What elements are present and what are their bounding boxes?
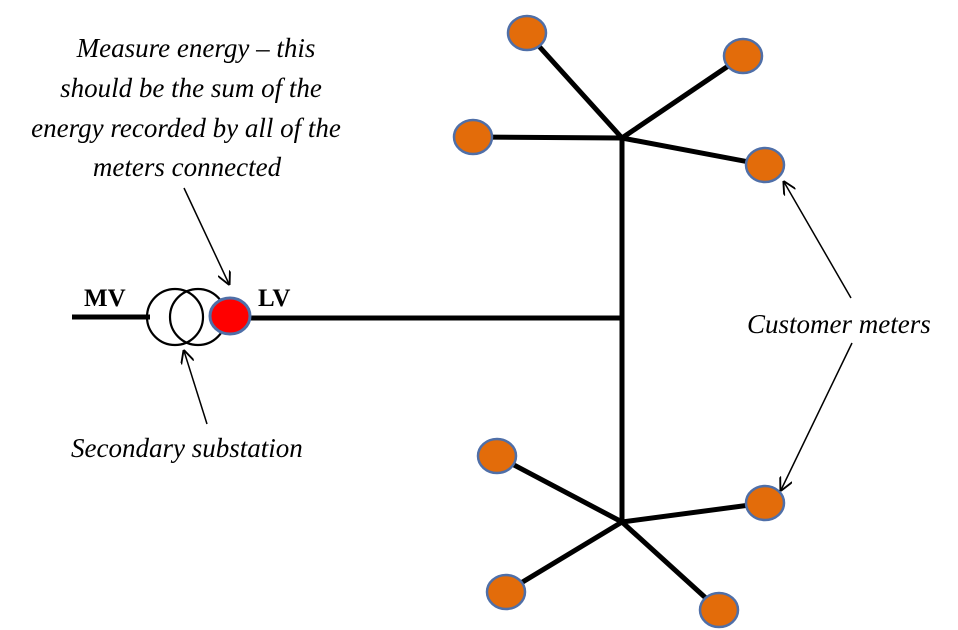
customer-meter-5 [476, 437, 518, 475]
customer-meter-7 [485, 573, 527, 611]
branch-mid-right [621, 135, 766, 168]
customer-meters-label: Customer meters [747, 309, 931, 339]
mv-label: MV [84, 285, 126, 312]
branch-lower-left [495, 453, 624, 525]
measure-note-line-3: energy recorded by all of the [31, 113, 341, 143]
customer-meter-2 [722, 37, 764, 75]
branch-top-left [525, 31, 624, 140]
customer-meters [452, 14, 786, 629]
customer-meter-6 [744, 484, 786, 522]
measure-energy-note: Measure energy – this should be the sum … [31, 33, 341, 182]
measure-note-line-1: Measure energy – this [76, 33, 316, 63]
measure-note-line-4: meters connected [93, 152, 282, 182]
branch-top-right [620, 53, 745, 141]
branch-bottom-right [620, 520, 721, 612]
lv-label: LV [258, 285, 290, 312]
arrow-to-upper-meter [784, 182, 852, 299]
customer-meter-8 [698, 591, 740, 629]
customer-meter-3 [452, 118, 494, 156]
arrow-to-transformer [184, 351, 208, 425]
customer-meter-4 [744, 146, 786, 184]
secondary-substation-label: Secondary substation [71, 433, 303, 463]
annotation-arrows [183, 182, 853, 490]
arrow-to-lower-meter [781, 342, 853, 490]
branch-lower-right [621, 500, 766, 525]
branch-bottom-left [504, 519, 624, 595]
arrow-to-substation-meter [183, 187, 229, 284]
measure-note-line-2: should be the sum of the [60, 73, 322, 103]
customer-meter-1 [506, 14, 548, 52]
substation-meter [208, 296, 252, 336]
branch-mid-left [472, 134, 623, 141]
network-lines [72, 31, 766, 612]
transformer-primary-winding [145, 287, 205, 347]
